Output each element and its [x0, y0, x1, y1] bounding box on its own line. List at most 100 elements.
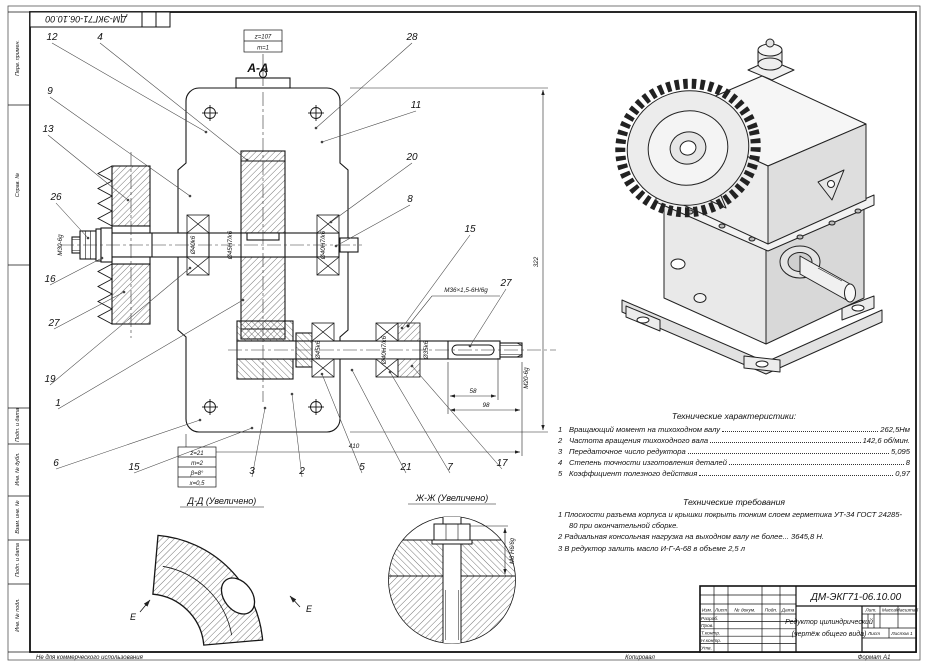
tech-requirements-list: 1 Плоскости разъема корпуса и крышки пок… [558, 510, 910, 555]
callout-leader [49, 267, 191, 386]
callout-number: 28 [405, 32, 418, 43]
dimension-lines [185, 54, 548, 456]
gear-parameter: x=0,5 [189, 481, 206, 487]
callout-leader [99, 42, 248, 161]
callout-leader [401, 234, 471, 329]
callout-leader [315, 42, 413, 129]
callout-dot [329, 220, 333, 224]
callout-dot [334, 244, 338, 248]
callout-number: 1 [55, 398, 61, 409]
gear-parameter: z=107 [254, 35, 272, 41]
callout-leader [291, 393, 303, 478]
callout-leader [47, 134, 129, 201]
callout-number: 17 [496, 458, 508, 469]
frame-strip-label: Подп. и дата [15, 408, 21, 442]
stamp-designation: ДМ-ЭКГ71-06.10.00 [45, 14, 127, 24]
output-shaft-bearings [311, 322, 421, 378]
frame-strip-label: Перв. примен. [15, 40, 21, 76]
tech-requirement-item: 1 Плоскости разъема корпуса и крышки пок… [558, 510, 903, 530]
callout-dot [188, 194, 192, 198]
main-section-view [60, 29, 556, 488]
dimension-label: Ø35k6 [423, 340, 430, 360]
top-left-stamp: ДМ-ЭКГ71-06.10.00 [29, 11, 171, 28]
isometric-view [615, 38, 883, 375]
detail-d-view-marks: ЕЕ [130, 604, 313, 622]
dimension-label: 410 [349, 443, 360, 450]
callout-dot [122, 290, 126, 294]
titleblock-header-cell: № докум. [734, 608, 755, 614]
callout-number: 27 [499, 278, 512, 289]
titleblock-row-label: Пров. [701, 623, 714, 629]
callout-number: 5 [359, 462, 365, 473]
callout-number: 26 [49, 192, 62, 203]
callout-leader [389, 371, 451, 474]
callout-dot [241, 298, 245, 302]
callout-dot [400, 326, 404, 330]
callout-number: 20 [405, 152, 418, 163]
gear-parameter: m=1 [257, 46, 269, 52]
callout-dot [126, 198, 130, 202]
dimension-labels: 3224105898М36×1,5-6Н/6gМ30-6gМ20-6gØ40k6… [57, 230, 540, 450]
titleblock-header-cell: Изм. [702, 608, 712, 614]
frame-strip-label: Справ. № [15, 173, 21, 198]
title-block [699, 585, 917, 653]
callout-dot [100, 256, 104, 260]
frame-strip-label: Инв. № подл. [15, 598, 21, 631]
view-mark-letter: Е [306, 604, 313, 614]
callout-leader [411, 365, 503, 470]
callout-leader [49, 96, 191, 197]
callout-number: 19 [44, 374, 56, 385]
callout-number: 12 [46, 32, 58, 43]
frame-note-left: Не для коммерческого использования [36, 655, 144, 661]
titleblock-row-label: Разраб. [701, 616, 718, 622]
callout-number: 15 [464, 224, 476, 235]
callout-number: 11 [411, 100, 421, 111]
gear-parameters-bottom: z=21m=2β=8°x=0,5 [189, 451, 206, 487]
callout-dot [388, 370, 392, 374]
callout-number: 3 [249, 466, 255, 477]
gear-parameter: z=21 [189, 451, 203, 457]
callout-number: 7 [447, 462, 453, 473]
titleblock-right-label: Лит. [864, 608, 876, 614]
callout-dot [468, 344, 472, 348]
callout-number: 8 [407, 194, 413, 205]
dimension-label: 58 [469, 388, 477, 395]
titleblock-header-cell: Лист [714, 608, 727, 614]
section-label: А-А [246, 61, 268, 75]
titleblock-row-label: Утв. [701, 645, 712, 651]
callout-number: 15 [128, 462, 140, 473]
callout-dot [314, 126, 318, 130]
housing-bolt-holes [202, 105, 324, 415]
callout-number: 2 [298, 466, 305, 477]
callout-number: 9 [47, 86, 53, 97]
callout-leader [321, 110, 417, 143]
view-mark-letter: Е [130, 612, 137, 622]
detail-zh-dim-label: М6 Н6/6g [510, 537, 516, 564]
gear-parameter: m=2 [191, 461, 204, 467]
titleblock-header-cell: Подп. [765, 608, 778, 614]
stud-section [442, 516, 462, 644]
callout-number: 6 [53, 458, 59, 469]
callout-dot [350, 368, 354, 372]
titleblock-row-label: Н.контр. [701, 638, 721, 644]
tech-requirements-title: Технические требования [682, 497, 785, 507]
callout-leader [335, 204, 411, 247]
titleblock-name-line1: Редуктор цилиндрический [785, 618, 873, 626]
titleblock-sheet-label: Лист [867, 631, 880, 637]
callout-leader [251, 407, 266, 478]
titleblock-row-label: Т.контр. [701, 631, 720, 637]
callout-dot [204, 130, 208, 134]
titleblock-sheets-label: Листов 1 [890, 631, 913, 637]
callout-leader [57, 299, 244, 410]
callout-dot [263, 406, 267, 410]
tech-characteristics-title: Технические характеристики: [671, 411, 797, 421]
callout-leader [469, 288, 507, 347]
titleblock-right-label: Масса [882, 608, 897, 614]
